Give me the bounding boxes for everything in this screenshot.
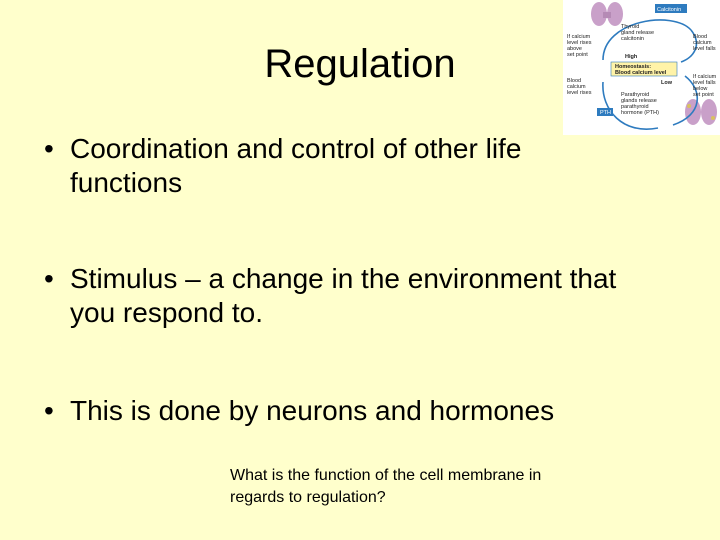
low-label: Low xyxy=(661,80,673,86)
question-note: What is the function of the cell membran… xyxy=(230,467,542,506)
bullet-text: Coordination and control of other life f… xyxy=(70,133,522,198)
calcitonin-label: Calcitonin xyxy=(657,7,681,13)
bullet-glyph: • xyxy=(44,133,54,164)
bullet-glyph: • xyxy=(44,395,54,426)
slide-title: Regulation xyxy=(264,42,456,86)
bullet-item: • This is done by neurons and hormones xyxy=(40,394,554,428)
bullet-item: • Stimulus – a change in the environment… xyxy=(40,262,640,330)
thyroid-gland-image xyxy=(591,2,623,26)
high-label: High xyxy=(625,54,638,60)
bullet-item: • Coordination and control of other life… xyxy=(40,132,640,200)
homeostasis-label: Homeostasis:Blood calcium level xyxy=(615,64,667,76)
bullet-text: Stimulus – a change in the environment t… xyxy=(70,263,617,328)
parathyroid-gland-image xyxy=(685,99,717,125)
bullet-text: This is done by neurons and hormones xyxy=(70,395,555,426)
bullet-glyph: • xyxy=(44,263,54,294)
pth-label: PTH xyxy=(600,110,611,116)
feedback-loop-arrows xyxy=(602,19,699,130)
